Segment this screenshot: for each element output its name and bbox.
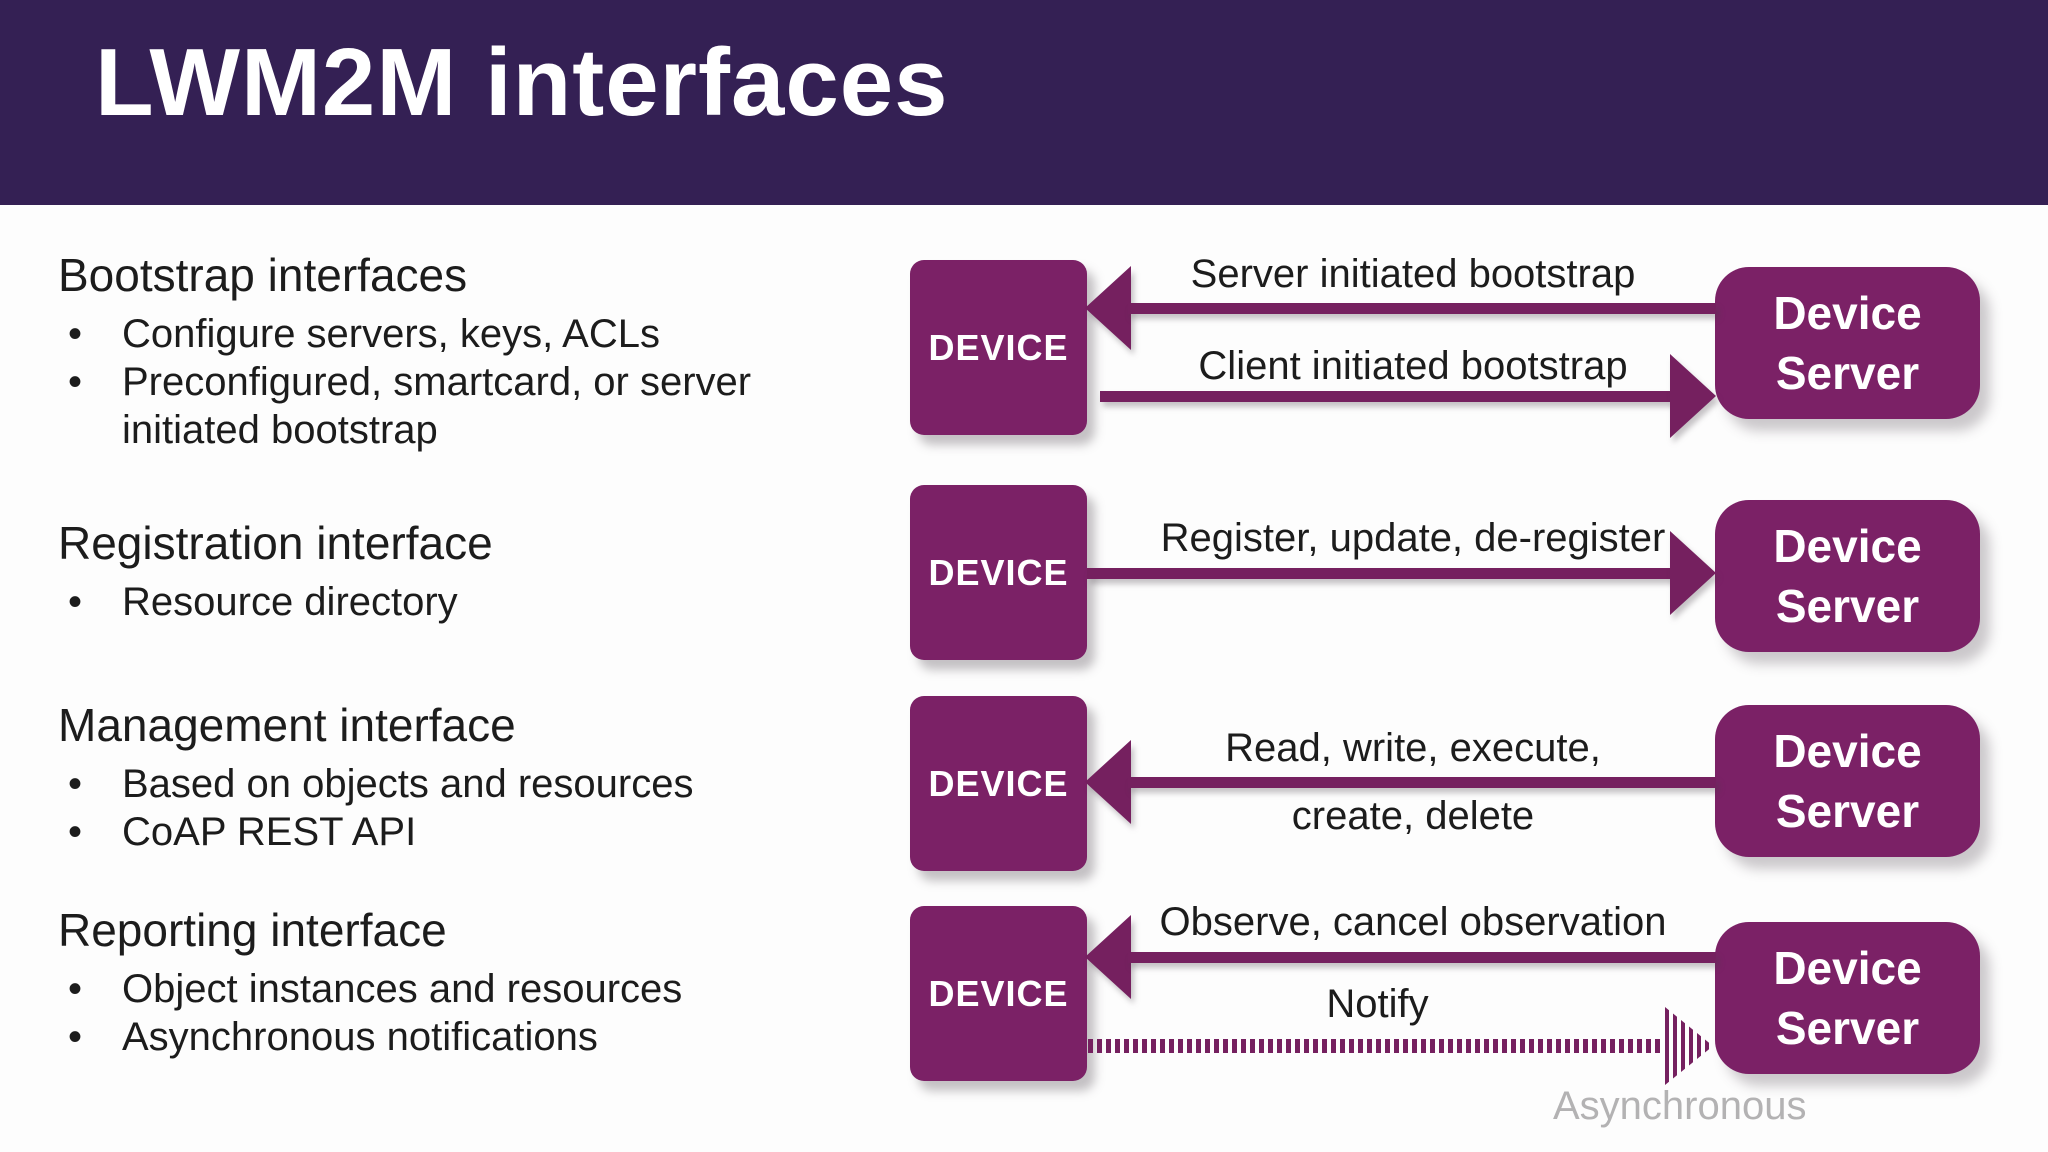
list-item: •Object instances and resources [68, 967, 683, 1011]
bullet-icon: • [68, 312, 83, 356]
section-heading: Management interface [58, 699, 516, 751]
header-banner: LWM2M interfaces [0, 0, 2048, 205]
bullet-icon: • [68, 762, 83, 806]
device-box-label: DEVICE [928, 762, 1069, 804]
dashed-arrow-right-icon [1665, 1007, 1713, 1085]
server-box-label: Device Server [1773, 942, 1922, 1054]
device-box-registration: DEVICE [910, 485, 1087, 660]
server-box-registration: Device Server [1715, 500, 1980, 652]
arrow-left-icon [1085, 915, 1131, 999]
section-heading: Registration interface [58, 517, 493, 569]
bullet-icon: • [68, 580, 83, 624]
list-item: •Resource directory [68, 580, 458, 624]
bullet-icon: • [68, 810, 83, 854]
list-item: •Asynchronous notifications [68, 1015, 598, 1059]
bullet-icon: • [68, 360, 83, 404]
device-box-label: DEVICE [928, 551, 1069, 593]
list-item: •Preconfigured, smartcard, or server ini… [68, 360, 752, 452]
bullet-icon: • [68, 967, 83, 1011]
device-box-management: DEVICE [910, 696, 1087, 871]
arrow-label: create, delete [1291, 794, 1535, 838]
server-box-bootstrap: Device Server [1715, 267, 1980, 419]
section-registration: Registration interface •Resource directo… [58, 514, 818, 626]
arrow-label: Read, write, execute, [1225, 726, 1601, 770]
section-bootstrap: Bootstrap interfaces •Configure servers,… [58, 246, 818, 454]
server-box-management: Device Server [1715, 705, 1980, 857]
bullet-list: •Resource directory [58, 578, 818, 626]
bullet-icon: • [68, 1015, 83, 1059]
device-box-label: DEVICE [928, 326, 1069, 368]
page-title: LWM2M interfaces [95, 29, 949, 136]
arrow-label: Register, update, de-register [1160, 516, 1666, 560]
arrow-left-icon [1085, 740, 1131, 824]
dashed-arrow-shaft [1088, 1039, 1663, 1053]
arrow-shaft [1128, 952, 1716, 963]
section-reporting: Reporting interface •Object instances an… [58, 901, 818, 1061]
server-box-label: Device Server [1773, 287, 1922, 399]
asynchronous-note: Asynchronous [1553, 1084, 1807, 1128]
bullet-list: •Object instances and resources •Asynchr… [58, 965, 818, 1061]
server-box-reporting: Device Server [1715, 922, 1980, 1074]
list-item: •Configure servers, keys, ACLs [68, 312, 660, 356]
arrow-shaft [1087, 568, 1672, 579]
arrow-right-icon [1670, 531, 1716, 615]
section-heading: Reporting interface [58, 904, 447, 956]
arrow-right-icon [1670, 354, 1716, 438]
section-management: Management interface •Based on objects a… [58, 696, 818, 856]
arrow-label: Server initiated bootstrap [1190, 252, 1636, 296]
device-box-bootstrap: DEVICE [910, 260, 1087, 435]
bullet-list: •Configure servers, keys, ACLs •Preconfi… [58, 310, 818, 454]
device-box-reporting: DEVICE [910, 906, 1087, 1081]
bullet-list: •Based on objects and resources •CoAP RE… [58, 760, 818, 856]
server-box-label: Device Server [1773, 725, 1922, 837]
arrow-shaft [1128, 303, 1716, 314]
arrow-left-icon [1085, 266, 1131, 350]
section-heading: Bootstrap interfaces [58, 249, 468, 301]
server-box-label: Device Server [1773, 520, 1922, 632]
arrow-label: Observe, cancel observation [1159, 900, 1667, 944]
list-item: •Based on objects and resources [68, 762, 694, 806]
arrow-label: Client initiated bootstrap [1198, 344, 1628, 388]
list-item: •CoAP REST API [68, 810, 417, 854]
device-box-label: DEVICE [928, 972, 1069, 1014]
arrow-shaft [1128, 777, 1716, 788]
arrow-shaft [1100, 391, 1672, 402]
arrow-label: Notify [1326, 982, 1429, 1026]
